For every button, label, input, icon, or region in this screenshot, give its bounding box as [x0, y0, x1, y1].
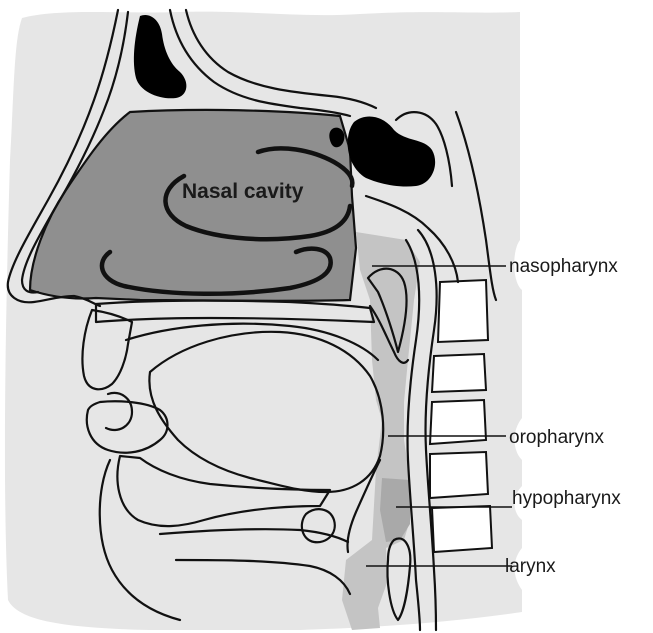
nose-inner-outline	[20, 10, 130, 294]
hyoid-bone	[300, 508, 336, 544]
epiglottis	[346, 458, 382, 554]
neck-line	[174, 558, 352, 596]
upper-lip	[81, 308, 134, 391]
oral-cavity-line	[124, 322, 380, 362]
vertebra-3	[428, 398, 488, 446]
nasal-cavity-label: Nasal cavity	[182, 180, 304, 203]
vertebra-5	[430, 504, 494, 554]
skull-base-line	[184, 8, 378, 110]
chin-outline	[98, 458, 182, 622]
vertebra-1	[436, 278, 490, 344]
middle-turbinate	[163, 173, 353, 242]
cervical-vertebrae	[428, 278, 494, 554]
vertebra-4	[429, 450, 490, 500]
nasal-bone-line	[168, 8, 352, 118]
mandible	[116, 454, 332, 528]
spinal-outline	[454, 110, 498, 302]
hard-palate	[94, 299, 376, 324]
lower-lip	[85, 400, 169, 454]
hypopharynx-label: hypopharynx	[512, 488, 621, 509]
tongue	[148, 330, 385, 494]
nose-outline	[6, 8, 120, 308]
floor-of-mouth	[158, 528, 350, 544]
nasopharynx-label: nasopharynx	[509, 256, 618, 277]
prevertebral-line	[416, 228, 438, 632]
sinus-spot	[329, 127, 345, 148]
hypopharynx-region	[380, 478, 410, 542]
arytenoid	[386, 537, 412, 622]
larynx-label: larynx	[505, 556, 556, 577]
uvula	[366, 267, 408, 354]
inferior-turbinate	[99, 246, 333, 297]
soft-palate	[368, 304, 410, 364]
sphenoid-sinus	[347, 116, 436, 187]
vertebra-2	[430, 352, 488, 394]
sphenoid-outline	[394, 111, 454, 188]
superior-turbinate	[255, 146, 355, 189]
oropharynx-label: oropharynx	[509, 427, 605, 448]
posterior-pharyngeal-wall	[404, 238, 422, 632]
frontal-sinus	[133, 14, 187, 99]
upper-teeth	[104, 391, 134, 432]
